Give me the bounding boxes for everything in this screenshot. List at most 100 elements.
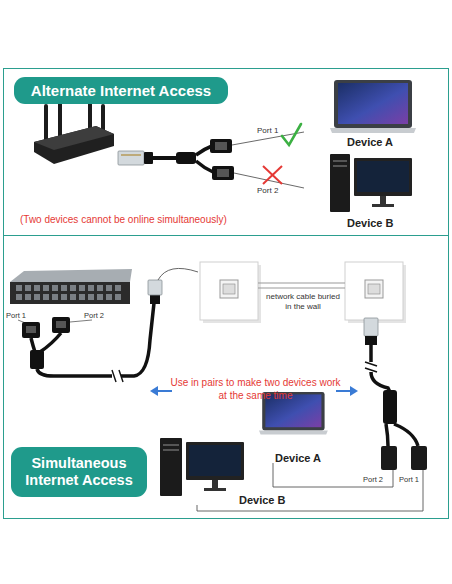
switch-port bbox=[34, 294, 40, 300]
tower-bay bbox=[163, 444, 179, 446]
switch-port bbox=[61, 285, 67, 291]
monitor-stand bbox=[212, 480, 218, 488]
wall-jack bbox=[220, 280, 238, 298]
tower-bay bbox=[333, 165, 347, 167]
switch-port bbox=[88, 285, 94, 291]
switch-port bbox=[79, 294, 85, 300]
splitter-body bbox=[176, 152, 196, 164]
cable bbox=[40, 333, 61, 352]
jack-slot bbox=[368, 284, 380, 294]
tower-bay bbox=[163, 449, 179, 451]
blue-arrow bbox=[336, 390, 351, 392]
port-label: Port 2 bbox=[84, 311, 104, 321]
monitor-base bbox=[204, 488, 226, 491]
break-mark bbox=[365, 362, 377, 366]
switch-port bbox=[52, 294, 58, 300]
female-port bbox=[212, 166, 234, 180]
cable bbox=[37, 369, 112, 376]
cable-connector bbox=[197, 470, 423, 511]
plug-contacts bbox=[121, 154, 141, 155]
splitter-body bbox=[383, 390, 397, 424]
switch-port bbox=[115, 294, 121, 300]
tower-bay bbox=[333, 160, 347, 162]
cable bbox=[31, 338, 35, 352]
switch-port bbox=[25, 285, 31, 291]
connection-line bbox=[158, 268, 198, 280]
leader-line bbox=[234, 173, 304, 188]
rj45-plug bbox=[148, 280, 162, 295]
port-slot bbox=[56, 321, 66, 328]
buried-cable bbox=[258, 288, 345, 289]
pc-tower bbox=[160, 438, 182, 496]
port-slot bbox=[26, 326, 36, 333]
plug-boot bbox=[150, 294, 160, 304]
laptop-screen-frame bbox=[334, 80, 412, 128]
cable bbox=[371, 372, 390, 392]
monitor-display bbox=[357, 161, 409, 192]
monitor-display bbox=[189, 445, 241, 476]
buried-cable bbox=[258, 283, 345, 284]
cable-note: network cable buried in the wall bbox=[262, 292, 344, 313]
router-body bbox=[34, 126, 114, 164]
female-port bbox=[22, 322, 40, 338]
cross-mark bbox=[263, 166, 282, 184]
device-label: Device A bbox=[275, 452, 321, 464]
wall-jack bbox=[365, 280, 383, 298]
break-mark bbox=[112, 370, 116, 382]
switch-top bbox=[10, 269, 132, 282]
jack-slot bbox=[223, 284, 235, 294]
switch-port bbox=[16, 285, 22, 291]
splitter-body bbox=[30, 350, 44, 369]
port-slot bbox=[215, 142, 227, 150]
port-label: Port 2 bbox=[257, 186, 278, 196]
laptop-base bbox=[330, 128, 416, 133]
switch-port bbox=[52, 285, 58, 291]
section-panel: Alternate Internet AccessDevice A Device … bbox=[3, 68, 449, 236]
female-port bbox=[52, 317, 70, 333]
switch-port bbox=[88, 294, 94, 300]
switch-port bbox=[115, 285, 121, 291]
laptop-display bbox=[338, 83, 408, 124]
monitor-stand bbox=[380, 196, 386, 204]
note-text: Use in pairs to make two devices work at… bbox=[168, 376, 343, 402]
device-label: Device A bbox=[347, 136, 393, 148]
port-node: Port 2 bbox=[381, 446, 397, 470]
cable bbox=[121, 303, 154, 376]
switch-port bbox=[34, 285, 40, 291]
monitor-frame bbox=[186, 442, 244, 480]
laptop-base bbox=[259, 430, 328, 434]
leader-line bbox=[70, 320, 92, 322]
port-slot bbox=[217, 169, 229, 177]
device-node: Device A bbox=[327, 77, 427, 151]
device-label: Device B bbox=[239, 494, 285, 506]
switch-port bbox=[43, 294, 49, 300]
port-label: Port 1 bbox=[6, 311, 26, 321]
plug-boot bbox=[365, 336, 377, 345]
pc-tower bbox=[330, 154, 350, 212]
female-port bbox=[210, 139, 232, 153]
cable bbox=[196, 146, 212, 155]
monitor-frame bbox=[354, 158, 412, 196]
switch-port bbox=[16, 294, 22, 300]
cable bbox=[394, 424, 418, 446]
port-label: Port 2 bbox=[363, 475, 383, 484]
plug-boot bbox=[144, 152, 153, 164]
rj45-plug bbox=[364, 318, 378, 336]
switch-front bbox=[10, 282, 130, 304]
switch-port bbox=[106, 285, 112, 291]
switch-port bbox=[61, 294, 67, 300]
check-mark bbox=[282, 124, 301, 145]
switch-port bbox=[79, 285, 85, 291]
note-text: (Two devices cannot be online simultaneo… bbox=[20, 213, 227, 226]
section-heading: Alternate Internet Access bbox=[14, 77, 228, 104]
cable bbox=[196, 161, 213, 172]
blue-arrow-head bbox=[350, 386, 358, 396]
switch-port bbox=[25, 294, 31, 300]
port-label: Port 1 bbox=[399, 475, 419, 484]
port-node: Port 1 bbox=[411, 446, 427, 470]
cable bbox=[386, 424, 388, 446]
router-antenna bbox=[44, 104, 48, 144]
blue-arrow bbox=[157, 390, 172, 392]
switch-port bbox=[106, 294, 112, 300]
device-label: Device B bbox=[347, 217, 393, 229]
